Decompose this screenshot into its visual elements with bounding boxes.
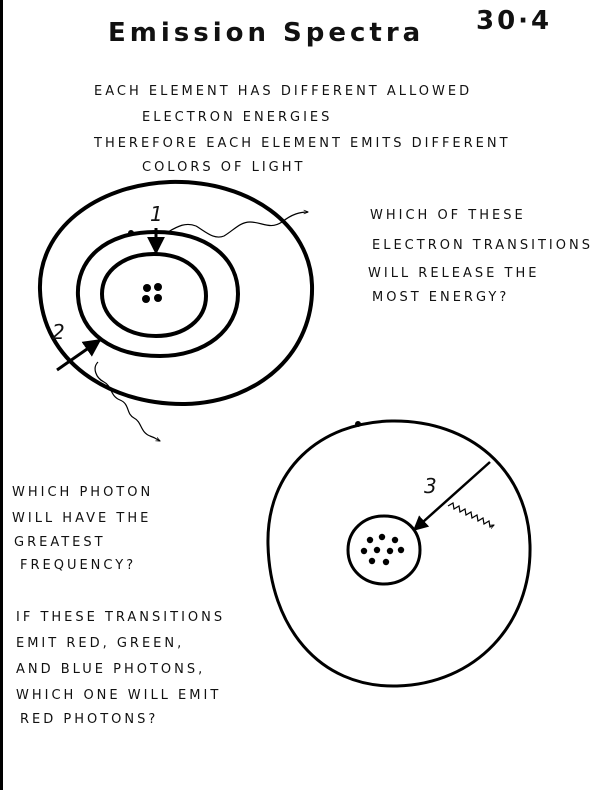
transition-3-label: 3 [424,474,439,498]
transition-3-arrow [412,461,491,532]
transition-1-label: 1 [150,202,165,226]
atom-a-outer-orbit [37,179,315,407]
atom-b-inner-orbit [346,514,422,586]
transition-2-arrow [56,338,102,372]
atom-a [37,179,315,441]
photon-3-wave [447,502,494,527]
intro-line-2: electron energies [142,110,333,125]
question-frequency-line-2: will have the [12,511,152,526]
atom-a-electron-dot [128,230,134,236]
question-frequency-line-3: greatest [14,535,106,550]
page-number: 30·4 [476,6,553,36]
question-energy-line-2: electron transitions [372,238,593,253]
question-energy-line-1: Which of these [370,208,526,223]
atom-b-outer-orbit [266,419,532,688]
photon-2-wave [94,361,160,441]
question-red-line-2: emit red, green, [16,636,185,651]
question-energy-line-3: will release the [368,266,540,281]
photon-1-wave [167,212,308,238]
question-red-line-1: If these transitions [16,610,226,625]
intro-line-1: Each element has different allowed [94,84,473,99]
page-left-edge [0,0,3,790]
question-red-line-3: and blue photons, [16,662,206,677]
atom-a-inner-orbit [99,251,209,339]
atom-b-electron-dot [355,421,361,427]
atom-a-middle-orbit [75,229,241,359]
atom-a-nucleus [142,283,162,303]
question-red-line-5: red photons? [20,712,159,727]
question-red-line-4: which one will emit [16,688,222,703]
question-energy-line-4: most energy? [372,290,510,305]
atom-b-nucleus [360,533,405,566]
atom-b [266,419,532,688]
intro-line-3: Therefore each element emits different [94,136,511,151]
question-frequency-line-4: frequency? [20,558,137,573]
question-frequency-line-1: Which photon [12,485,154,500]
transition-2-label: 2 [52,320,67,344]
intro-line-4: colors of light [142,160,306,175]
page-title: Emission Spectra [108,18,425,48]
